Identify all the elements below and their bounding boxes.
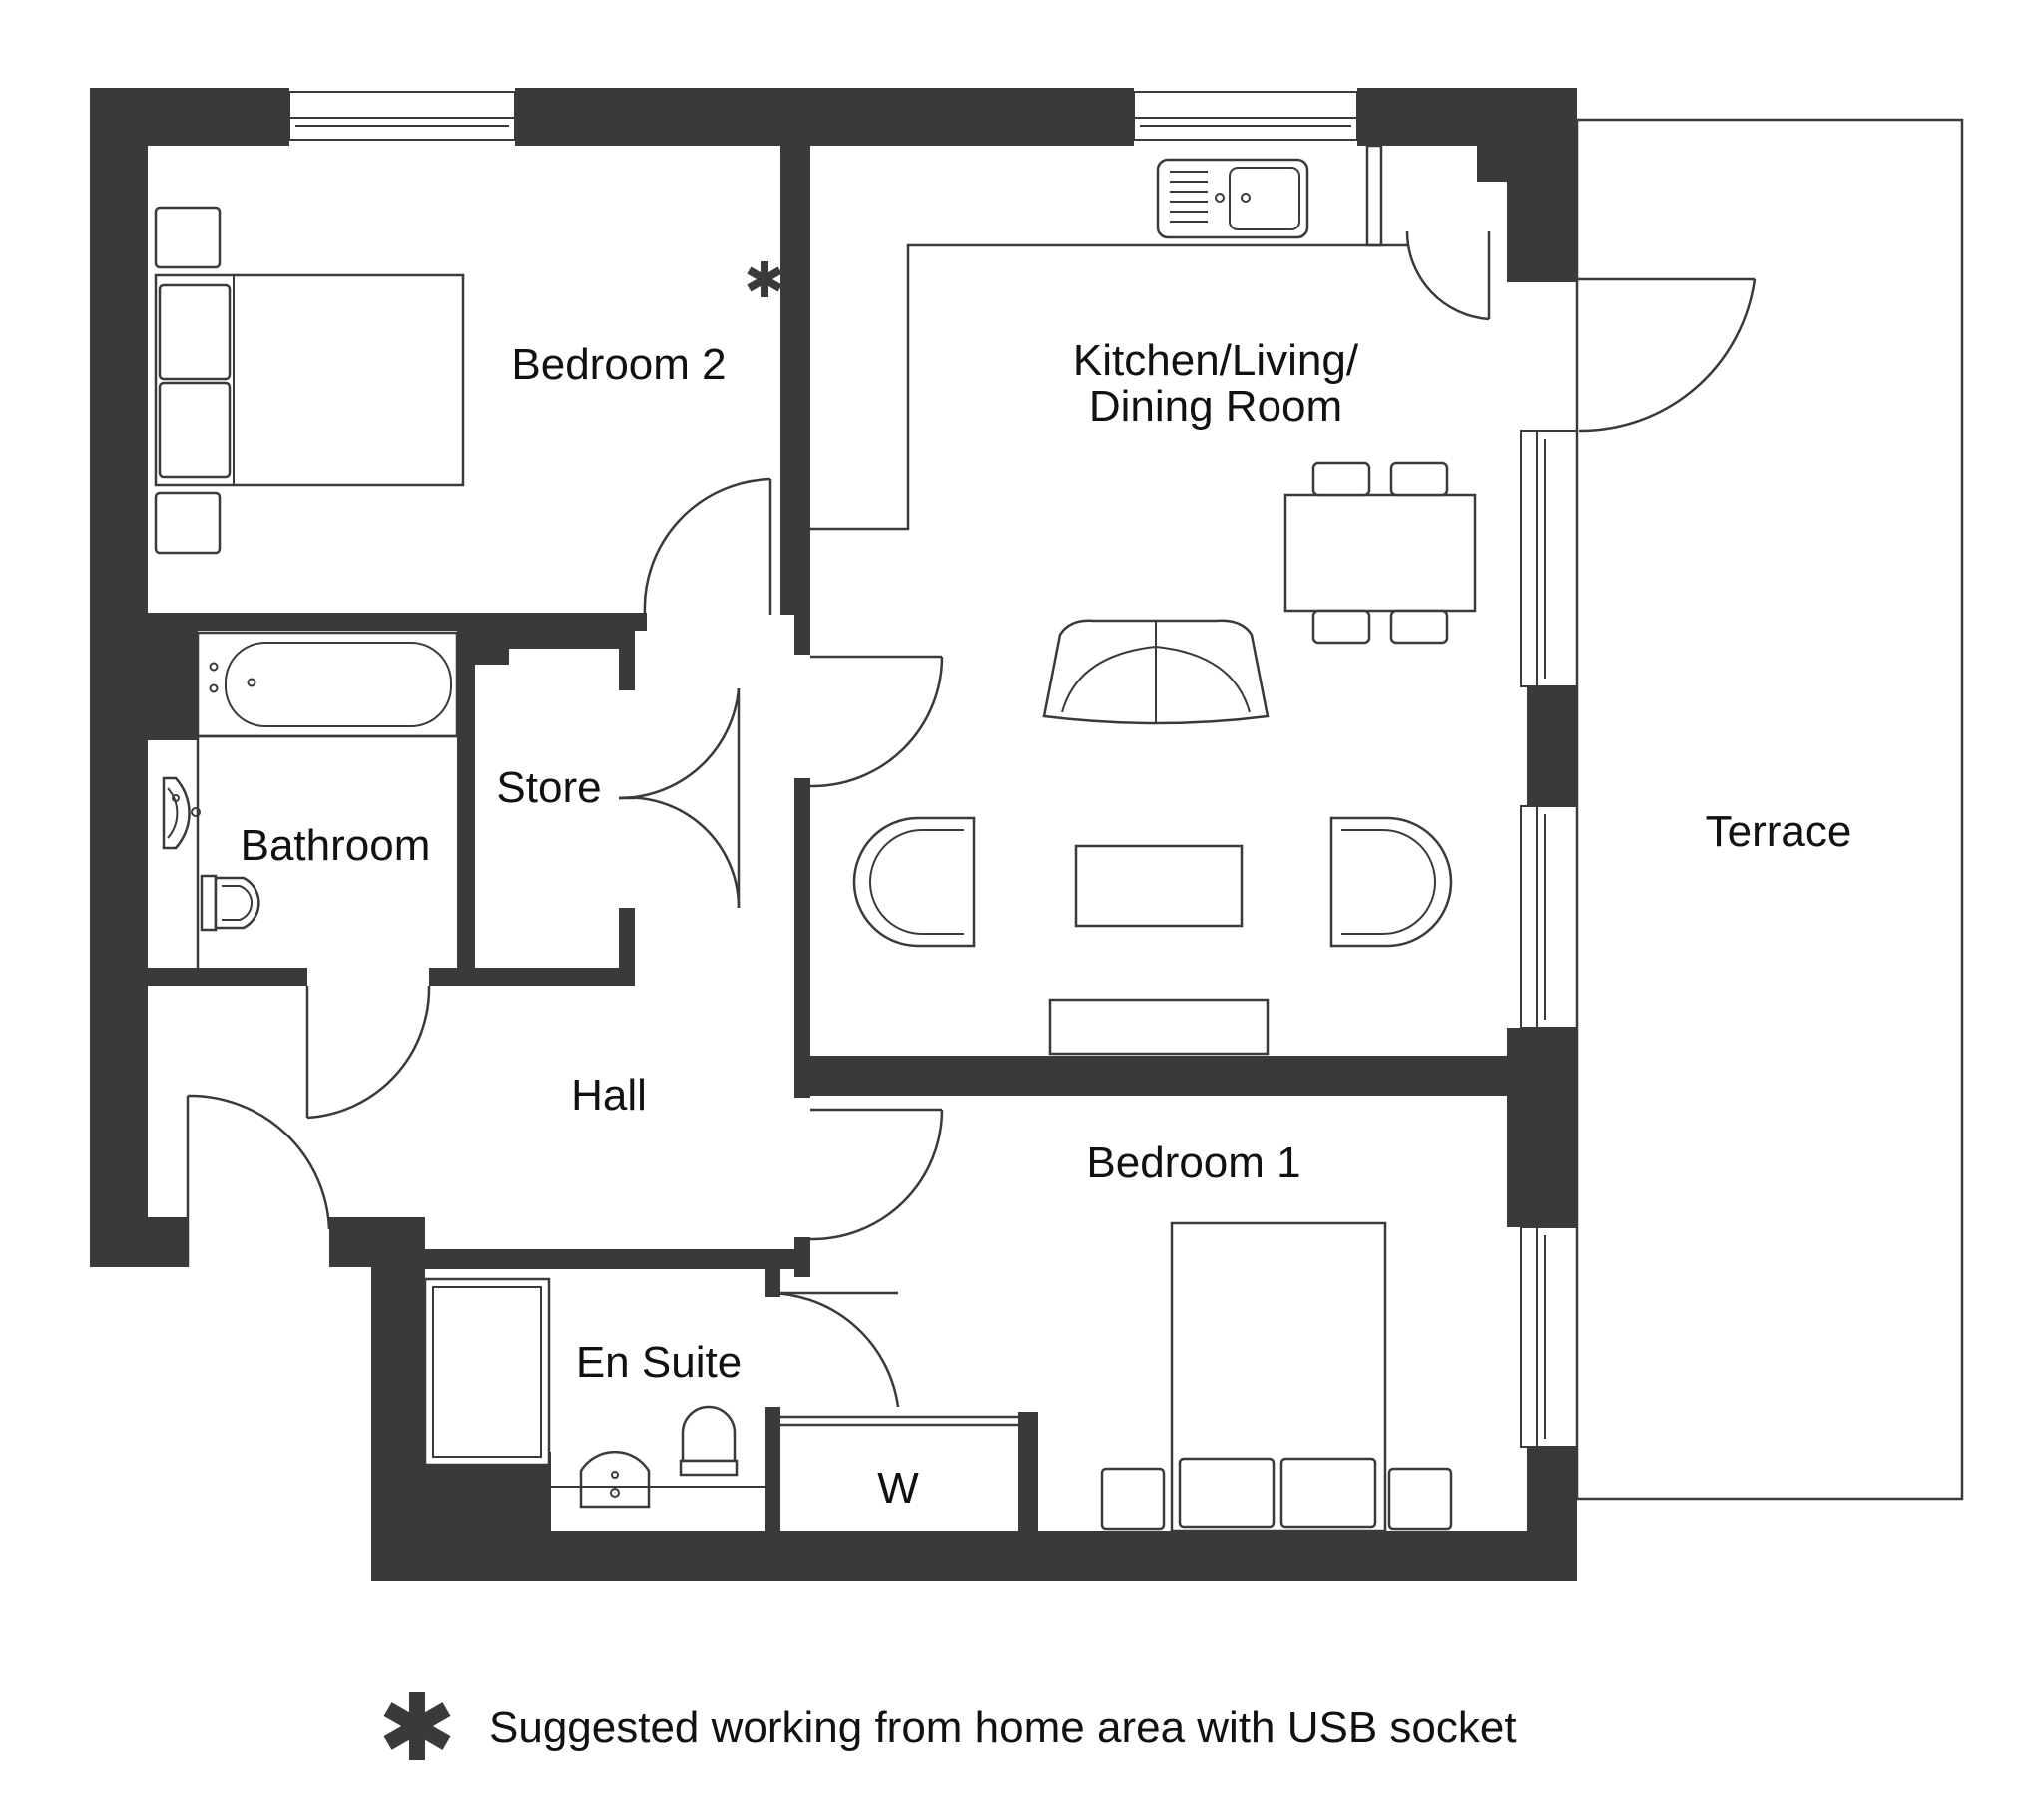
hall-label: Hall (571, 1071, 647, 1120)
room-labels: Bedroom 2 Kitchen/Living/ Dining Room St… (241, 336, 1852, 1513)
shower-tray-icon (423, 1277, 551, 1467)
sofa-icon (1042, 619, 1270, 725)
doors (186, 230, 1757, 1427)
wardrobe-label: W (877, 1464, 919, 1513)
terrace-outline (1575, 118, 1964, 1501)
usb-marker-icon (747, 261, 782, 297)
bedroom2-label: Bedroom 2 (511, 340, 726, 389)
armchair-left-icon (852, 816, 976, 948)
kitchen-label-line2: Dining Room (1089, 382, 1342, 431)
double-bed-icon-bedroom1 (1170, 1221, 1387, 1533)
armchair-right-icon (1329, 816, 1453, 948)
windows (288, 91, 1578, 1448)
terrace-label: Terrace (1706, 807, 1852, 856)
legend-asterisk-icon (383, 1692, 451, 1760)
bathroom-label: Bathroom (241, 821, 431, 870)
legend-text: Suggested working from home area with US… (489, 1703, 1517, 1752)
sink-icon (1156, 158, 1309, 239)
bath-icon (196, 631, 459, 738)
kitchen-label-line1: Kitchen/Living/ (1073, 336, 1359, 385)
kitchen-worktop (810, 144, 1407, 531)
tv-unit-icon (1048, 998, 1270, 1056)
walls (90, 88, 1577, 1581)
dining-table-icon (1283, 461, 1477, 645)
en-suite-label: En Suite (576, 1338, 742, 1387)
legend: Suggested working from home area with US… (383, 1692, 1517, 1760)
toilet-icon (200, 874, 260, 932)
en-suite-toilet-icon (679, 1405, 739, 1477)
bedside-table-icon-bedroom1 (1100, 1467, 1453, 1531)
bedside-table-icon (154, 206, 222, 555)
coffee-table-icon (1074, 844, 1244, 928)
double-bed-icon (154, 273, 465, 487)
en-suite-washbasin-icon (551, 1450, 765, 1509)
bedroom1-label: Bedroom 1 (1086, 1138, 1300, 1187)
washbasin-icon (162, 776, 201, 850)
bathroom-partition (140, 734, 457, 968)
store-label: Store (496, 763, 601, 812)
